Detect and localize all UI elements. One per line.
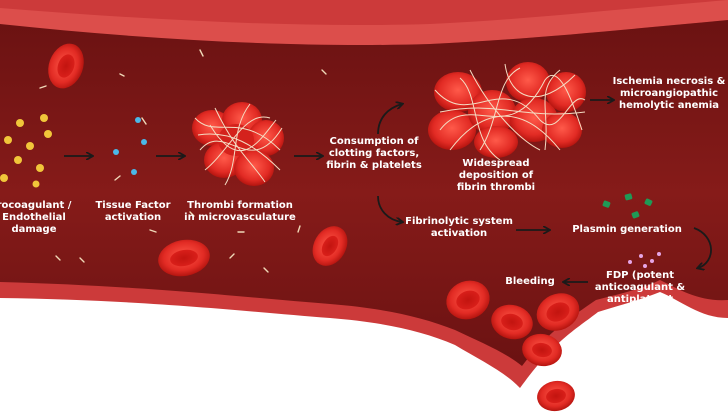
label-ischemia: Ischemia necrosis & microangiopathic hem… bbox=[612, 76, 726, 111]
arrow-icon bbox=[377, 195, 402, 222]
label-tissue-factor: Tissue Factor activation bbox=[95, 200, 171, 223]
label-procoagulant: rocoagulant / Endothelial damage bbox=[0, 200, 72, 235]
red-blood-cell-icon bbox=[522, 333, 562, 367]
red-blood-cell-icon bbox=[536, 293, 580, 331]
label-fdp: FDP (potent anticoagulant & antiplatelet… bbox=[594, 270, 686, 317]
fdp-dots bbox=[628, 252, 661, 268]
red-blood-cell-icon bbox=[312, 226, 348, 266]
label-widespread: Widespread deposition of fibrin thrombi bbox=[456, 158, 536, 193]
label-plasmin: Plasmin generation bbox=[572, 224, 682, 235]
red-blood-cell-icon bbox=[158, 239, 210, 277]
arrow-icon bbox=[693, 227, 712, 268]
vessel-wall-highlight bbox=[0, 0, 728, 46]
plasmin-dots bbox=[602, 193, 653, 219]
fibrin-clot-icon bbox=[192, 102, 284, 186]
label-thrombi-formation: Thrombi formation in microvasculature bbox=[184, 200, 296, 223]
label-bleeding: Bleeding bbox=[505, 276, 555, 287]
label-consumption: Consumption of clotting factors, fibrin … bbox=[326, 136, 422, 171]
red-blood-cell-icon bbox=[48, 43, 84, 89]
label-fibrinolytic: Fibrinolytic system activation bbox=[405, 216, 513, 239]
procoagulant-dots bbox=[0, 114, 52, 188]
arrow-icon bbox=[377, 104, 402, 135]
red-blood-cell-icon bbox=[537, 380, 575, 412]
fibrin-clot-icon bbox=[428, 62, 586, 161]
red-blood-cell-icon bbox=[446, 280, 490, 320]
flow-arrows bbox=[64, 100, 712, 282]
red-blood-cells bbox=[48, 43, 580, 412]
red-blood-cell-icon bbox=[491, 304, 533, 340]
tissue-factor-dots bbox=[113, 117, 147, 175]
